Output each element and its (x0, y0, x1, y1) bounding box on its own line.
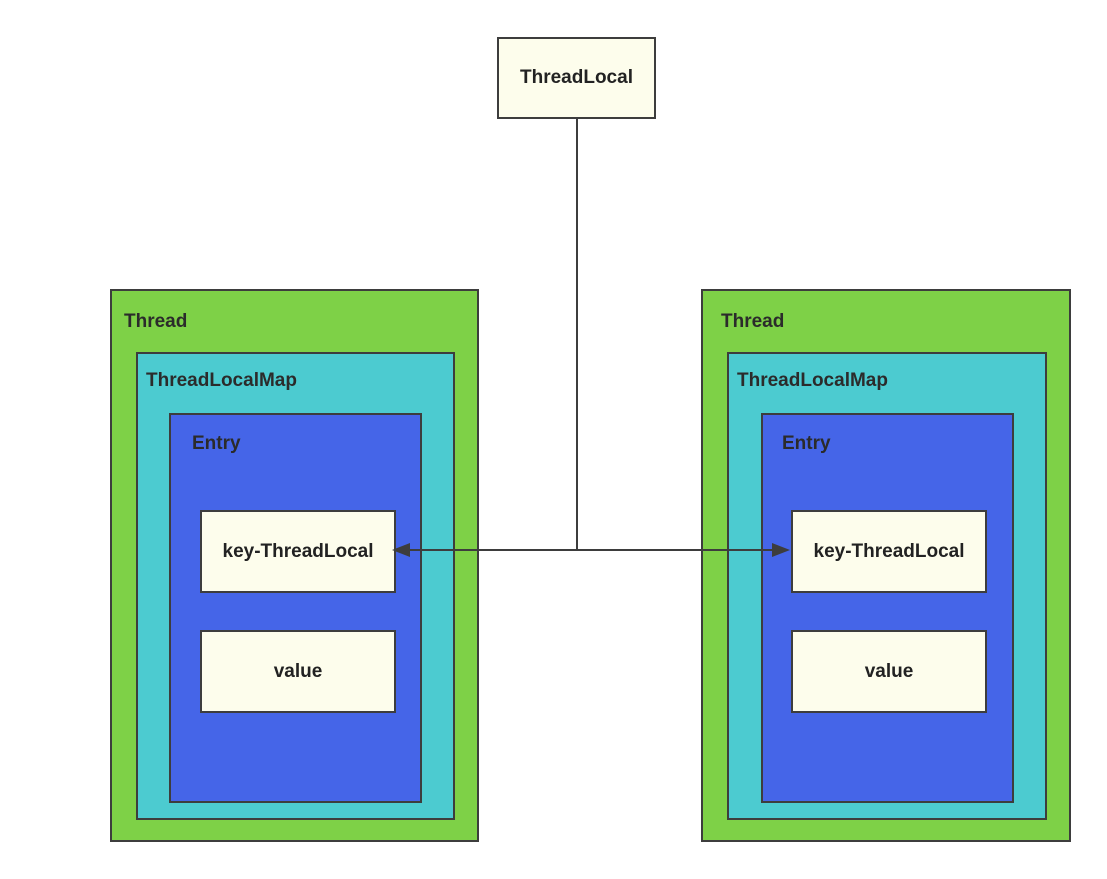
entry-key-label-right: key-ThreadLocal (813, 540, 965, 562)
entry-label-right: Entry (782, 433, 831, 454)
entry-key-right: key-ThreadLocal (791, 510, 987, 593)
thread-box-left: Thread ThreadLocalMap Entry key-ThreadLo… (110, 289, 479, 842)
entry-box-left: Entry key-ThreadLocal value (169, 413, 422, 803)
entry-key-left: key-ThreadLocal (200, 510, 396, 593)
entry-box-right: Entry key-ThreadLocal value (761, 413, 1014, 803)
arrowhead-left (392, 543, 410, 557)
arrowhead-right (772, 543, 790, 557)
entry-value-label-right: value (864, 660, 914, 682)
threadlocalmap-box-left: ThreadLocalMap Entry key-ThreadLocal val… (136, 352, 455, 820)
threadlocal-node: ThreadLocal (497, 37, 656, 119)
threadlocal-label: ThreadLocal (520, 67, 633, 88)
thread-label-left: Thread (124, 311, 188, 332)
entry-value-right: value (791, 630, 987, 713)
entry-label-left: Entry (192, 433, 241, 454)
entry-value-left: value (200, 630, 396, 713)
thread-label-right: Thread (721, 311, 785, 332)
threadlocalmap-label-left: ThreadLocalMap (146, 370, 297, 391)
thread-box-right: Thread ThreadLocalMap Entry key-ThreadLo… (701, 289, 1071, 842)
threadlocalmap-label-right: ThreadLocalMap (737, 370, 888, 391)
threadlocalmap-box-right: ThreadLocalMap Entry key-ThreadLocal val… (727, 352, 1047, 820)
entry-key-label-left: key-ThreadLocal (222, 540, 374, 562)
entry-value-label-left: value (273, 660, 323, 682)
